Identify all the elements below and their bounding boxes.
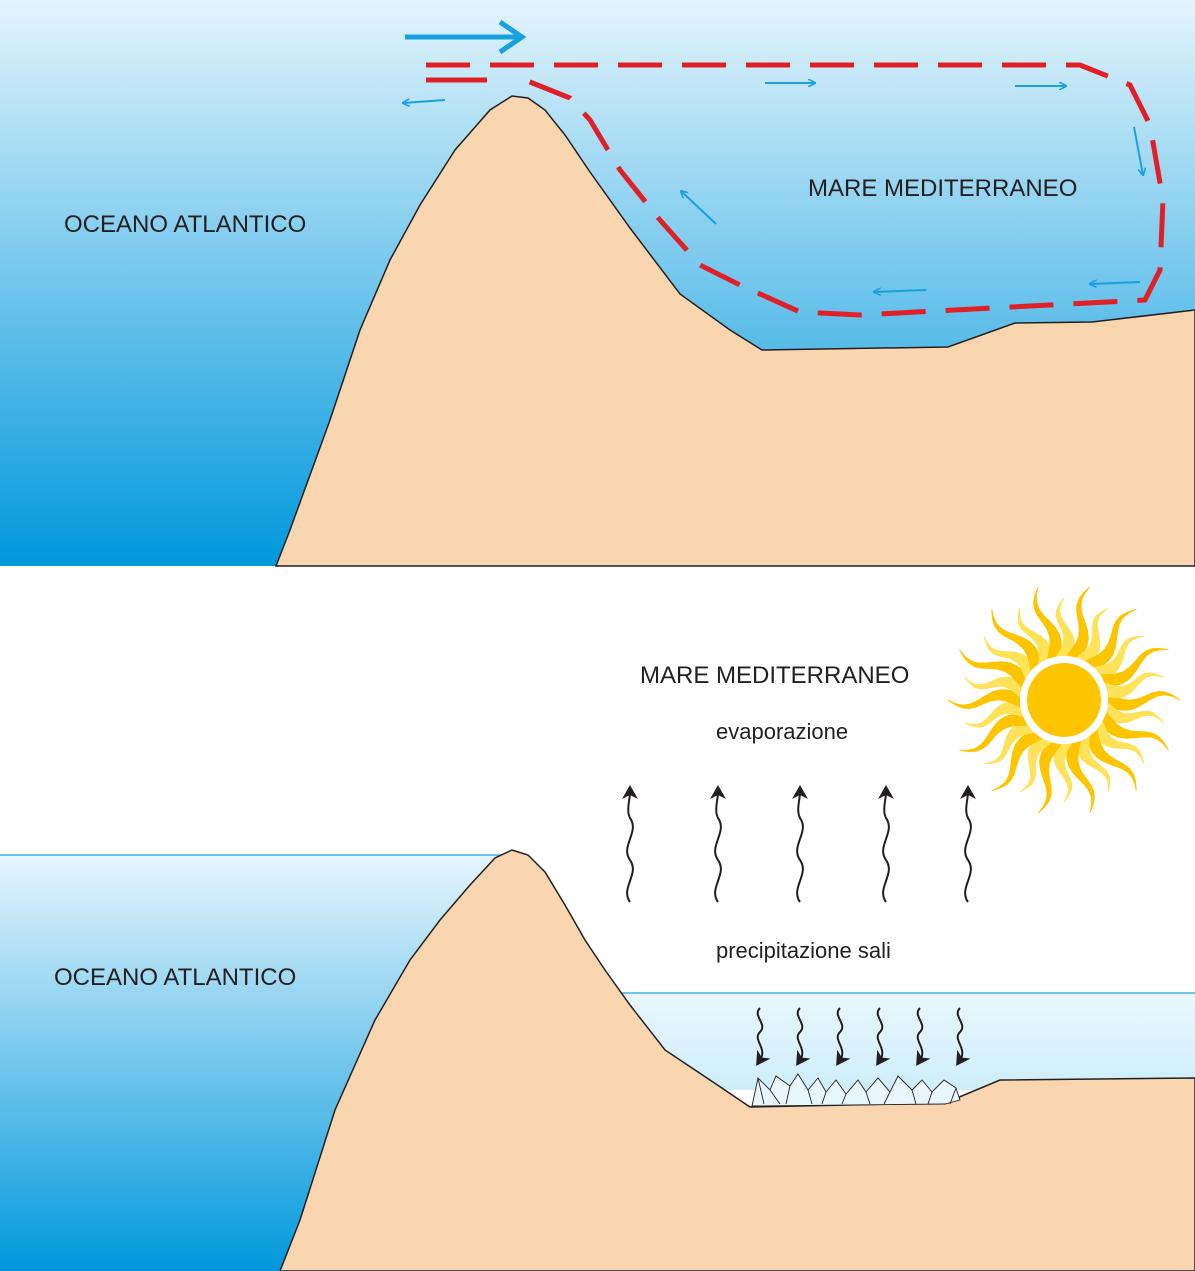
flow-arrow-5 xyxy=(874,290,927,292)
salt-arrow-6 xyxy=(956,1007,971,1066)
sun-ray xyxy=(1037,741,1062,814)
sun-ray xyxy=(1019,736,1052,793)
sun-ray xyxy=(983,636,1035,679)
sun-ray xyxy=(964,701,1023,728)
sun-ray xyxy=(948,689,1020,709)
sun-ray xyxy=(1100,648,1169,688)
top-panel: OCEANO ATLANTICO MARE MEDITERRANEO xyxy=(0,0,1195,567)
evaporation-arrows xyxy=(621,785,976,903)
sun-ray xyxy=(1066,586,1091,659)
sun-ray xyxy=(1105,672,1164,699)
evap-arrow-4 xyxy=(877,785,894,903)
flow-arrow-3 xyxy=(1133,126,1143,175)
salt-arrow-5 xyxy=(916,1007,931,1066)
sun-ray xyxy=(1093,721,1145,764)
sun-ray xyxy=(1076,736,1111,793)
sun-ray xyxy=(1053,744,1073,802)
top-land-profile xyxy=(274,95,1195,567)
sun-ray xyxy=(1085,609,1137,671)
sun-icon xyxy=(948,586,1180,814)
sun-ray xyxy=(1055,598,1075,656)
bottom-panel: OCEANO ATLANTICO MARE MEDITERRANEO evapo… xyxy=(0,586,1195,1271)
sun-ray xyxy=(959,712,1028,752)
sun-ray xyxy=(964,676,1023,698)
sun-ray xyxy=(1108,691,1180,711)
salt-arrow-3 xyxy=(836,1007,851,1066)
salt-arrow-4 xyxy=(876,1007,891,1066)
circulation-loop xyxy=(426,62,1166,318)
salt-precipitation-label: precipitazione sali xyxy=(716,938,891,963)
sun-ray xyxy=(983,721,1035,764)
salt-arrow-1 xyxy=(756,1007,771,1066)
sun-core xyxy=(1027,663,1101,737)
sun-ray xyxy=(1100,712,1169,751)
sun-ray xyxy=(1105,702,1164,724)
flow-arrow-4 xyxy=(1090,282,1141,284)
salt-crystals xyxy=(751,1073,961,1107)
bottom-ocean-label: OCEANO ATLANTICO xyxy=(54,964,296,991)
bottom-land-profile xyxy=(279,849,1195,1271)
evap-arrow-5 xyxy=(959,785,976,903)
evaporation-label: evaporazione xyxy=(716,719,848,744)
top-ocean-label: OCEANO ATLANTICO xyxy=(64,211,306,238)
evap-arrow-2 xyxy=(709,785,726,903)
inflow-arrow-large xyxy=(405,19,527,55)
top-sea-label: MARE MEDITERRANEO xyxy=(808,175,1077,202)
evap-arrow-3 xyxy=(791,785,808,903)
salt-precipitation-arrows xyxy=(756,1007,971,1066)
sun-ray xyxy=(1017,607,1052,664)
sun-ray xyxy=(991,609,1043,671)
sun-ray xyxy=(1076,607,1109,664)
bottom-sea-label: MARE MEDITERRANEO xyxy=(640,662,909,689)
sun-ray xyxy=(959,649,1028,688)
sun-ray xyxy=(1093,636,1145,679)
sun-ray xyxy=(991,729,1043,791)
sun-ray xyxy=(1066,741,1095,814)
flow-arrow-6 xyxy=(681,191,717,225)
upper-current-path xyxy=(426,62,1166,318)
evap-arrow-1 xyxy=(621,785,638,903)
bottom-sea-water xyxy=(620,993,1195,1090)
sun-ray xyxy=(1085,729,1137,791)
flow-arrows xyxy=(403,83,1143,292)
salt-arrow-2 xyxy=(796,1007,811,1066)
sun-rays xyxy=(948,586,1180,814)
sun-ray xyxy=(1033,586,1062,659)
flow-arrow-out xyxy=(403,100,446,103)
